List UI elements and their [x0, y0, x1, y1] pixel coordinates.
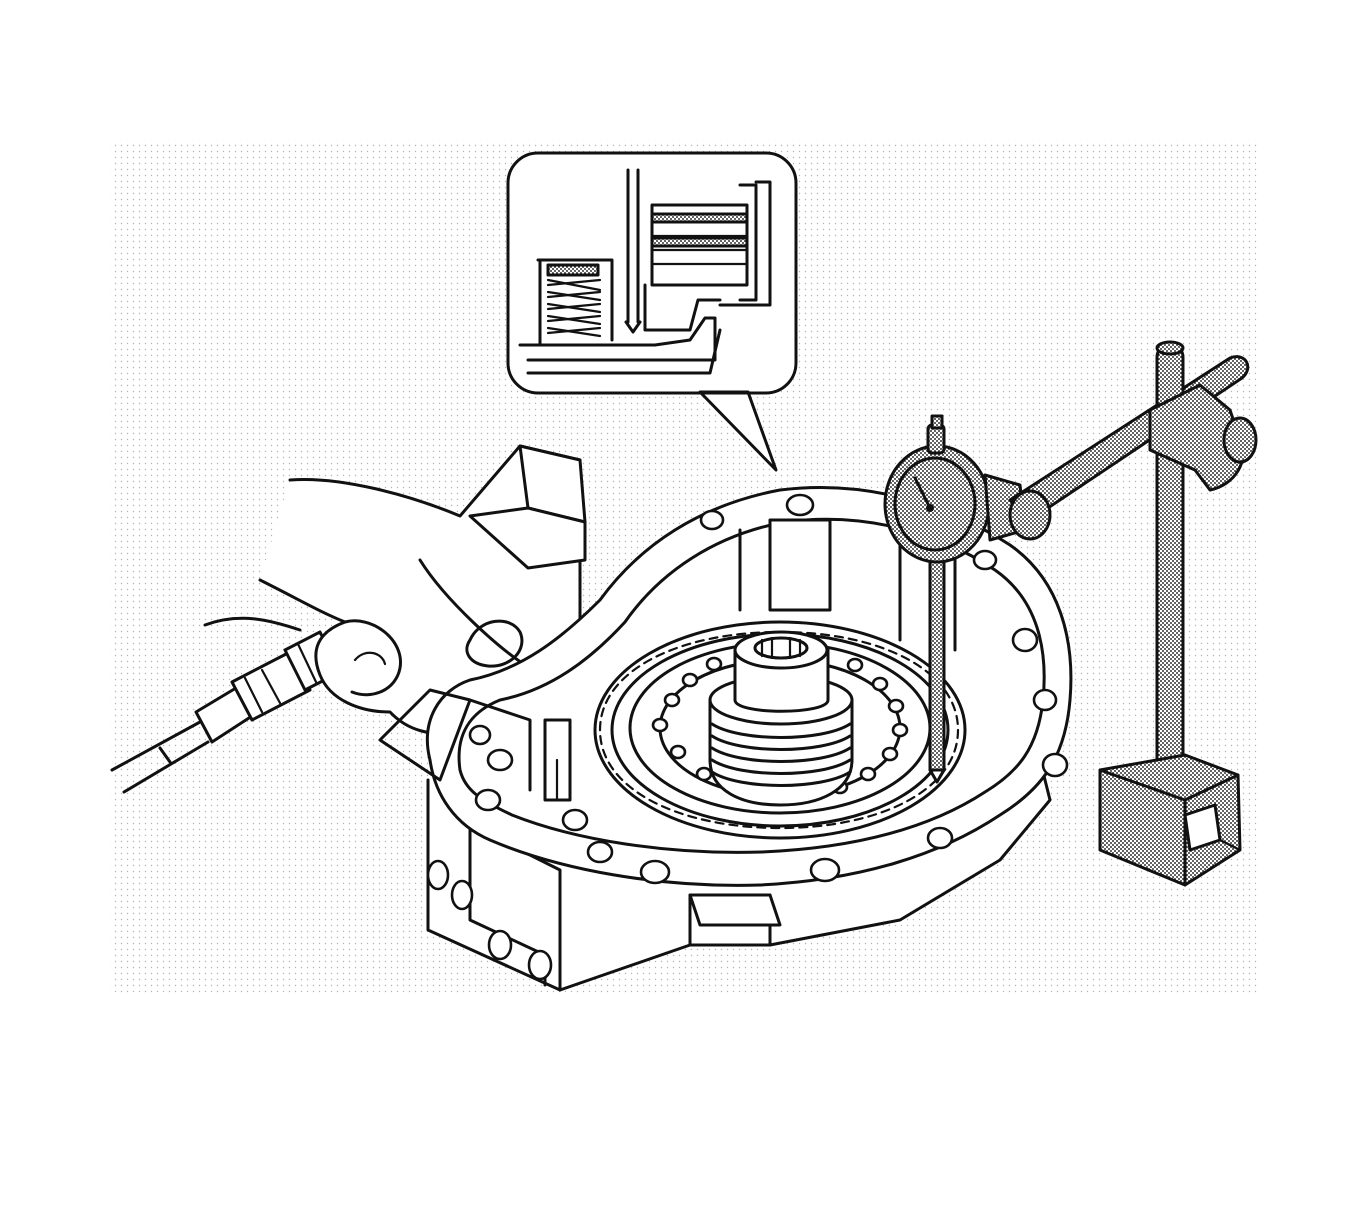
air-hose	[110, 720, 210, 794]
dial-indicator-bezel	[883, 444, 991, 564]
dial-indicator-stem	[928, 558, 946, 772]
center-hub	[708, 630, 854, 807]
dial-indicator-needle	[913, 476, 932, 510]
detail-inset	[506, 151, 798, 472]
clutch-piston-assembly	[593, 620, 967, 840]
magnetic-base-stand	[1008, 340, 1258, 887]
dial-indicator	[883, 414, 1027, 784]
inset-section-view	[518, 168, 772, 375]
